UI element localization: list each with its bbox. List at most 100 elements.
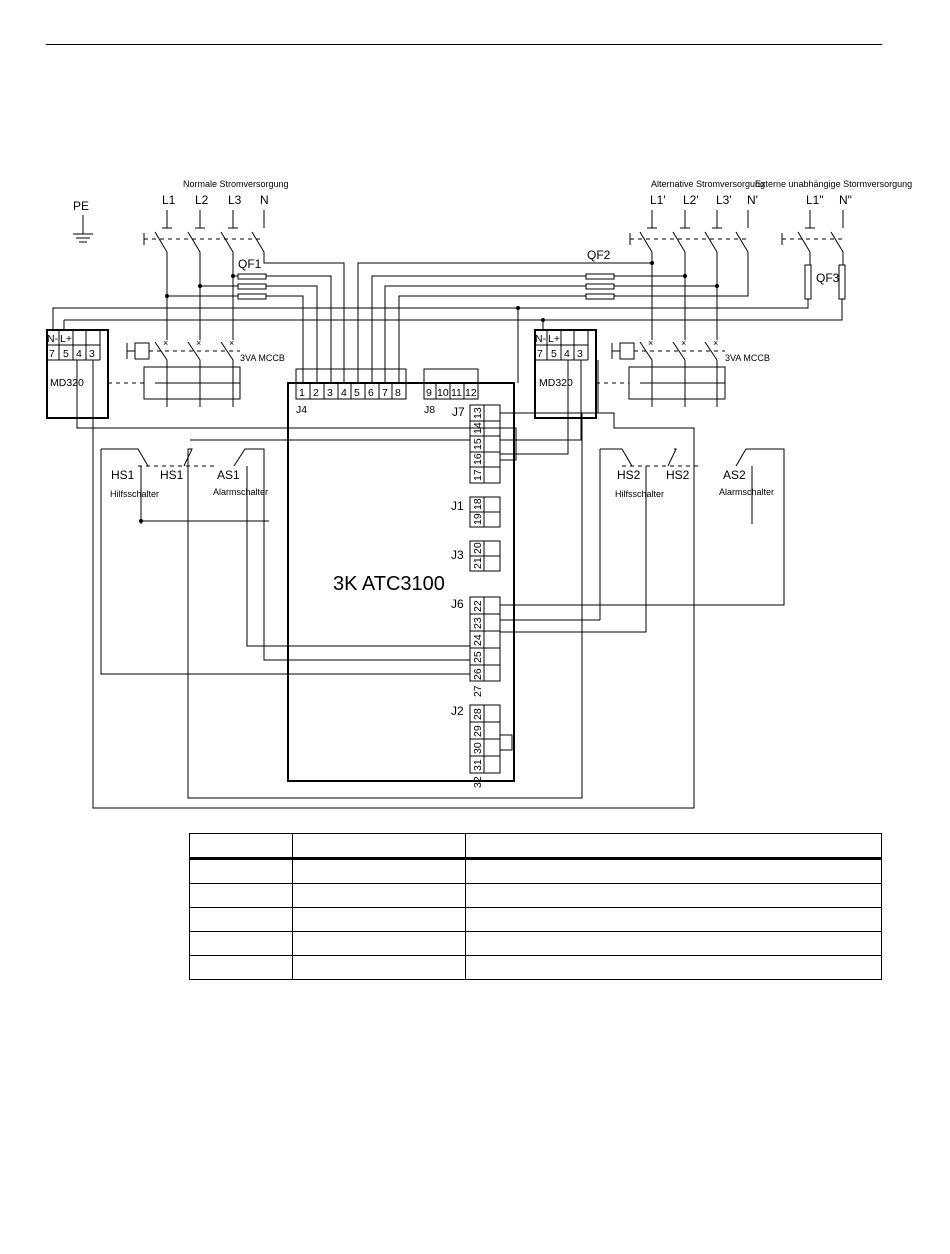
as2-desc: Alarmschalter	[719, 487, 774, 497]
header-rule	[46, 44, 882, 45]
qf1-label: QF1	[238, 257, 262, 271]
table-cell	[465, 955, 882, 980]
svg-text:×: ×	[681, 338, 686, 348]
pin-19: 19	[472, 513, 484, 525]
svg-text:×: ×	[713, 338, 718, 348]
j3-label: J3	[451, 548, 464, 562]
right-md320-t3: 3	[577, 348, 583, 360]
qf3-label: QF3	[816, 271, 840, 285]
pin-15: 15	[472, 438, 484, 450]
phase-n-label: N	[260, 193, 269, 207]
j2-label: J2	[451, 704, 464, 718]
table-header-cell	[189, 833, 293, 860]
as2-label: AS2	[723, 468, 746, 482]
table-cell	[292, 907, 466, 932]
j4-pin-7: 7	[382, 387, 388, 399]
table-header-cell	[292, 833, 466, 860]
earth-icon	[73, 215, 93, 243]
left-md320-t5: 5	[63, 348, 69, 360]
hs1-label-2: HS1	[160, 468, 184, 482]
table-cell	[465, 858, 882, 884]
hs2-label-2: HS2	[666, 468, 690, 482]
j4-label: J4	[296, 404, 307, 416]
j8-pin-9: 9	[426, 387, 432, 399]
legend-table	[189, 833, 882, 980]
table-row	[189, 858, 882, 884]
j6-label: J6	[451, 597, 464, 611]
table-cell	[189, 858, 293, 884]
ext-supply-label: Externe unabhängige Stormversorgung	[755, 179, 912, 189]
left-aux-switches	[100, 413, 583, 799]
normal-main-switch	[143, 210, 265, 253]
right-mccb: × × ×	[611, 338, 726, 407]
hs2-label: HS2	[617, 468, 641, 482]
svg-text:×: ×	[196, 338, 201, 348]
hs1-label: HS1	[111, 468, 135, 482]
j4-pin-6: 6	[368, 387, 374, 399]
j8-pin-10: 10	[437, 387, 449, 399]
pin-29: 29	[472, 725, 484, 737]
pin-17: 17	[472, 469, 484, 481]
qf1-fuses	[165, 273, 332, 383]
table-cell	[292, 955, 466, 980]
pin-30: 30	[472, 742, 484, 754]
as1-desc: Alarmschalter	[213, 487, 268, 497]
phase-l1-label: L1	[162, 193, 176, 207]
ext-main-switch	[52, 210, 846, 330]
j4-pin-2: 2	[313, 387, 319, 399]
wiring-diagram: Normale Stromversorgung Alternative Stro…	[46, 179, 912, 809]
pin-21: 21	[472, 557, 484, 569]
table-header-row	[189, 833, 882, 860]
pin-31: 31	[472, 759, 484, 771]
table-cell	[292, 931, 466, 956]
j8-terminal-block	[423, 368, 479, 400]
table-cell	[465, 931, 882, 956]
svg-text:×: ×	[163, 338, 168, 348]
left-mccb: × × ×	[126, 338, 241, 407]
table-cell	[465, 907, 882, 932]
phase-npp-label: N"	[839, 193, 852, 207]
j4-pin-8: 8	[395, 387, 401, 399]
svg-text:×: ×	[229, 338, 234, 348]
left-md320-t7: 7	[49, 348, 55, 360]
right-terminal-frames	[469, 404, 513, 774]
table-row	[189, 907, 882, 932]
phase-l2p-label: L2'	[683, 193, 699, 207]
j4-pin-1: 1	[299, 387, 305, 399]
phase-l2-label: L2	[195, 193, 209, 207]
j4-pin-4: 4	[341, 387, 347, 399]
alt-supply-label: Alternative Stromversorgung	[651, 179, 765, 189]
table-cell	[189, 907, 293, 932]
table-row	[189, 931, 882, 956]
right-pin-labels: 13 14 15 16 17 18 19 20 21 22 23 24 25 2…	[472, 407, 484, 788]
pin-27: 27	[472, 685, 484, 697]
alt-feed-lines	[614, 252, 749, 340]
table-cell	[465, 883, 882, 908]
j1-label: J1	[451, 499, 464, 513]
pe-label: PE	[73, 199, 89, 213]
normal-supply-label: Normale Stromversorgung	[183, 179, 289, 189]
phase-l1pp-label: L1"	[806, 193, 824, 207]
right-mccb-label: 3VA MCCB	[725, 353, 770, 363]
right-md320-label: MD320	[539, 377, 573, 389]
pin-25: 25	[472, 651, 484, 663]
left-md320-lplus: L+	[60, 333, 72, 345]
pin-18: 18	[472, 498, 484, 510]
alt-main-switch	[629, 210, 749, 253]
left-mccb-label: 3VA MCCB	[240, 353, 285, 363]
j8-label: J8	[424, 404, 435, 416]
j4-pin-5: 5	[354, 387, 360, 399]
table-cell	[189, 955, 293, 980]
j8-pin-11: 11	[451, 387, 462, 399]
table-cell	[292, 858, 466, 884]
controller-label: 3K ATC3100	[333, 573, 445, 595]
j7-label: J7	[452, 405, 465, 419]
table-cell	[292, 883, 466, 908]
qf2-label: QF2	[587, 248, 611, 262]
right-md320-t5: 5	[551, 348, 557, 360]
qf2-fuses	[63, 261, 719, 383]
right-md320-nminus: N-	[535, 333, 547, 345]
j7-wiring	[76, 360, 695, 809]
phase-l3-label: L3	[228, 193, 242, 207]
j4-terminal-block	[295, 368, 407, 400]
